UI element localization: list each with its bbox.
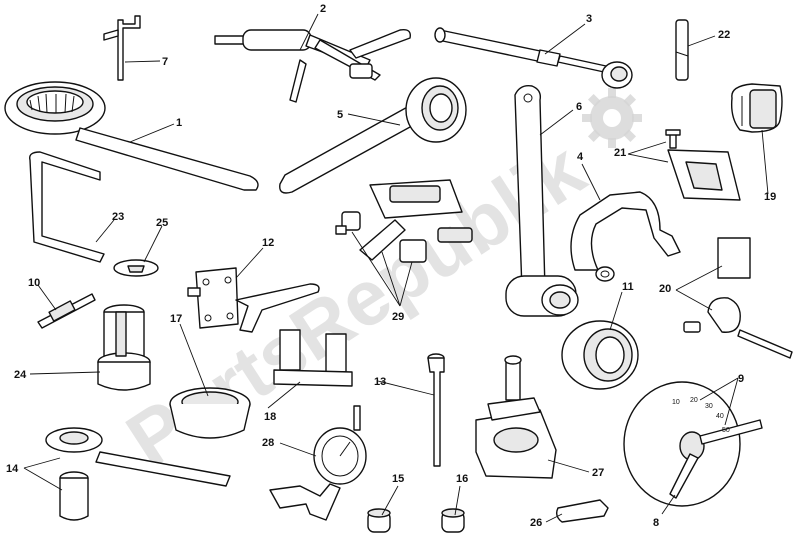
callout-9: 9 — [738, 373, 744, 385]
dial-tick-10: 10 — [672, 399, 680, 406]
callout-7: 7 — [162, 56, 168, 68]
part-16-cap — [441, 508, 465, 533]
part-21-plate-tool — [665, 129, 741, 201]
part-4-cranked-lever — [570, 191, 681, 282]
part-22-pin — [675, 19, 689, 81]
part-1-ring-spanner — [4, 81, 259, 191]
part-5-pin-wrench — [279, 77, 467, 194]
dial-tick-20: 20 — [690, 397, 698, 404]
callout-17: 17 — [170, 313, 182, 325]
part-14-pin-spanner — [45, 427, 231, 521]
callout-6: 6 — [576, 101, 582, 113]
callout-3: 3 — [586, 13, 592, 25]
part-17-box-spanner — [169, 387, 251, 439]
part-18-bracket — [273, 329, 353, 387]
callout-16: 16 — [456, 473, 468, 485]
callout-21: 21 — [614, 147, 626, 159]
part-24-socket-holder — [97, 304, 151, 391]
part-11-bearing-ring — [561, 320, 639, 390]
part-27-clamp-fixture — [475, 355, 557, 479]
callout-11: 11 — [622, 281, 634, 293]
callout-13: 13 — [374, 376, 386, 388]
part-19-split-collar — [730, 83, 783, 133]
part-15-cap — [367, 508, 391, 533]
part-13-long-pin — [427, 353, 445, 467]
callout-25: 25 — [156, 217, 168, 229]
dial-tick-40: 40 — [716, 413, 724, 420]
part-10-drift — [37, 293, 96, 329]
callout-2: 2 — [320, 3, 326, 15]
callout-1: 1 — [176, 117, 182, 129]
part-2-pin-installer — [214, 28, 411, 103]
part-20-cam-tool — [683, 237, 793, 359]
callout-12: 12 — [262, 237, 274, 249]
part-26-small-drift — [555, 499, 609, 523]
callout-10: 10 — [28, 277, 40, 289]
dial-tick-50: 50 — [722, 427, 730, 434]
leader-lines — [23, 13, 769, 523]
callout-28: 28 — [262, 437, 274, 449]
callout-18: 18 — [264, 411, 276, 423]
callout-20: 20 — [659, 283, 671, 295]
part-25-washer — [113, 259, 159, 277]
callout-22: 22 — [718, 29, 730, 41]
callout-15: 15 — [392, 473, 404, 485]
callout-14: 14 — [6, 463, 19, 475]
part-3-slide-hammer — [434, 27, 633, 89]
callout-5: 5 — [337, 109, 343, 121]
part-7-hook-tool — [103, 15, 141, 81]
callout-19: 19 — [764, 191, 776, 203]
part-6-long-lever — [505, 85, 579, 317]
part-28-dial-gauge — [269, 405, 367, 521]
part-8-9-degree-wheel: 10 20 30 40 50 — [623, 381, 763, 507]
callout-labels: 1 2 3 4 5 6 7 8 9 10 11 12 13 14 15 16 1… — [6, 3, 776, 529]
dial-tick-30: 30 — [705, 403, 713, 410]
part-23-bent-rod — [29, 151, 105, 263]
watermark-gear-icon — [582, 88, 642, 148]
part-12-flange-adaptor — [187, 267, 320, 333]
callout-24: 24 — [14, 369, 27, 381]
callout-29: 29 — [392, 311, 404, 323]
callout-8: 8 — [653, 517, 659, 529]
callout-23: 23 — [112, 211, 124, 223]
callout-27: 27 — [592, 467, 604, 479]
callout-26: 26 — [530, 517, 542, 529]
part-29-puller-assembly — [335, 179, 473, 263]
callout-4: 4 — [577, 151, 584, 163]
